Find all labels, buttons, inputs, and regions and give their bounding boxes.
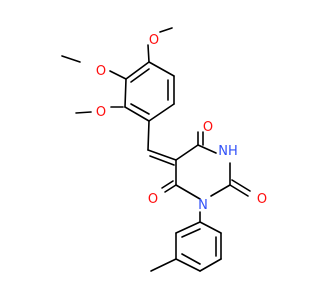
bond	[161, 180, 174, 189]
atom-label-oxygen: O	[257, 192, 267, 207]
bond	[175, 184, 201, 200]
bonds	[61, 27, 251, 272]
bond	[149, 155, 175, 166]
atom-label-nh: NH	[218, 144, 238, 159]
bond	[147, 149, 177, 161]
bond	[147, 120, 150, 151]
bond	[164, 184, 177, 193]
bond	[148, 103, 175, 122]
atom-label-oxygen: O	[96, 105, 106, 120]
structure-canvas: O O O O NH O O N	[61, 27, 268, 272]
bond	[61, 55, 81, 63]
bond	[124, 106, 150, 122]
molecule-structure: O O O O NH O O N	[61, 27, 267, 272]
bond	[147, 44, 150, 63]
atom-labels: O O O O NH O O N	[96, 33, 267, 213]
bond	[130, 103, 150, 115]
atom-label-oxygen: O	[96, 64, 106, 79]
bond	[181, 253, 201, 265]
bond	[75, 111, 92, 114]
atom-label-oxygen: O	[148, 192, 158, 207]
bond	[199, 258, 222, 272]
bond	[130, 68, 150, 83]
atom-label-nitrogen: N	[198, 198, 208, 213]
bond	[109, 70, 127, 80]
bond	[175, 258, 201, 272]
bond	[229, 184, 249, 197]
bond	[175, 221, 201, 234]
bond	[124, 78, 127, 108]
bond	[197, 144, 217, 154]
bond	[181, 228, 201, 238]
bond	[199, 221, 222, 234]
bond	[125, 61, 150, 80]
bond	[210, 184, 231, 197]
atom-label-oxygen: O	[203, 120, 213, 135]
bond	[175, 144, 199, 161]
bond	[231, 179, 251, 192]
atom-label-oxygen: O	[149, 33, 159, 48]
bond	[150, 258, 177, 272]
bond	[148, 61, 175, 77]
bond	[159, 27, 173, 33]
